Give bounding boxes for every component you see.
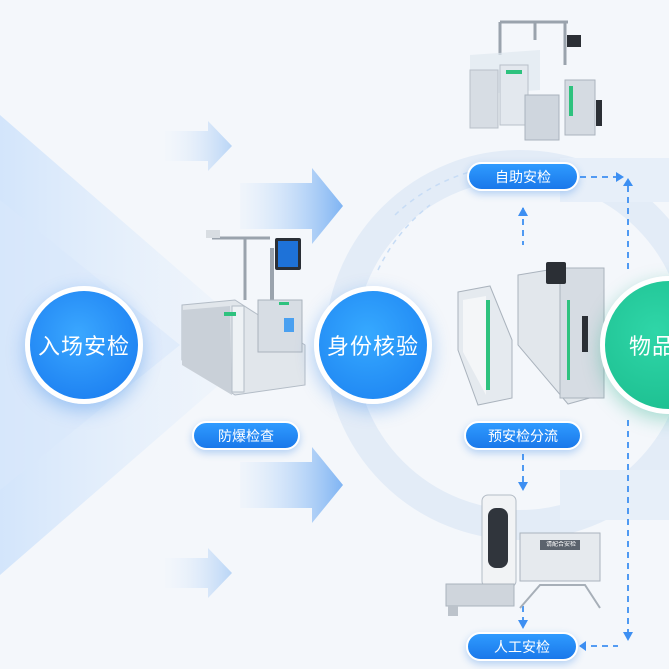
manual-check-label: 人工安检 (466, 632, 578, 661)
explosion-check-gate-illustration (181, 230, 306, 396)
pre-check-gate-illustration (457, 262, 605, 406)
arrow-right-1 (165, 121, 232, 171)
arrow-right-2 (240, 168, 343, 244)
pre-check-label: 预安检分流 (464, 421, 582, 450)
screen-label: 请配合安检 (545, 541, 576, 548)
identity-verification-node: 身份核验 (314, 286, 432, 404)
entry-security-node: 入场安检 (25, 286, 143, 404)
dashed-connectors (522, 176, 629, 647)
arrow-right-4 (165, 548, 232, 598)
flow-arc-dashed-2 (377, 204, 431, 271)
connector-arrowheads (518, 172, 633, 651)
flow-band-bottom (560, 470, 669, 520)
manual-check-station-illustration (445, 494, 601, 616)
self-check-gate-illustration (469, 20, 602, 141)
arrow-right-3 (240, 447, 343, 523)
explosion-check-label: 防爆检查 (192, 421, 300, 450)
self-check-label: 自助安检 (467, 162, 579, 191)
